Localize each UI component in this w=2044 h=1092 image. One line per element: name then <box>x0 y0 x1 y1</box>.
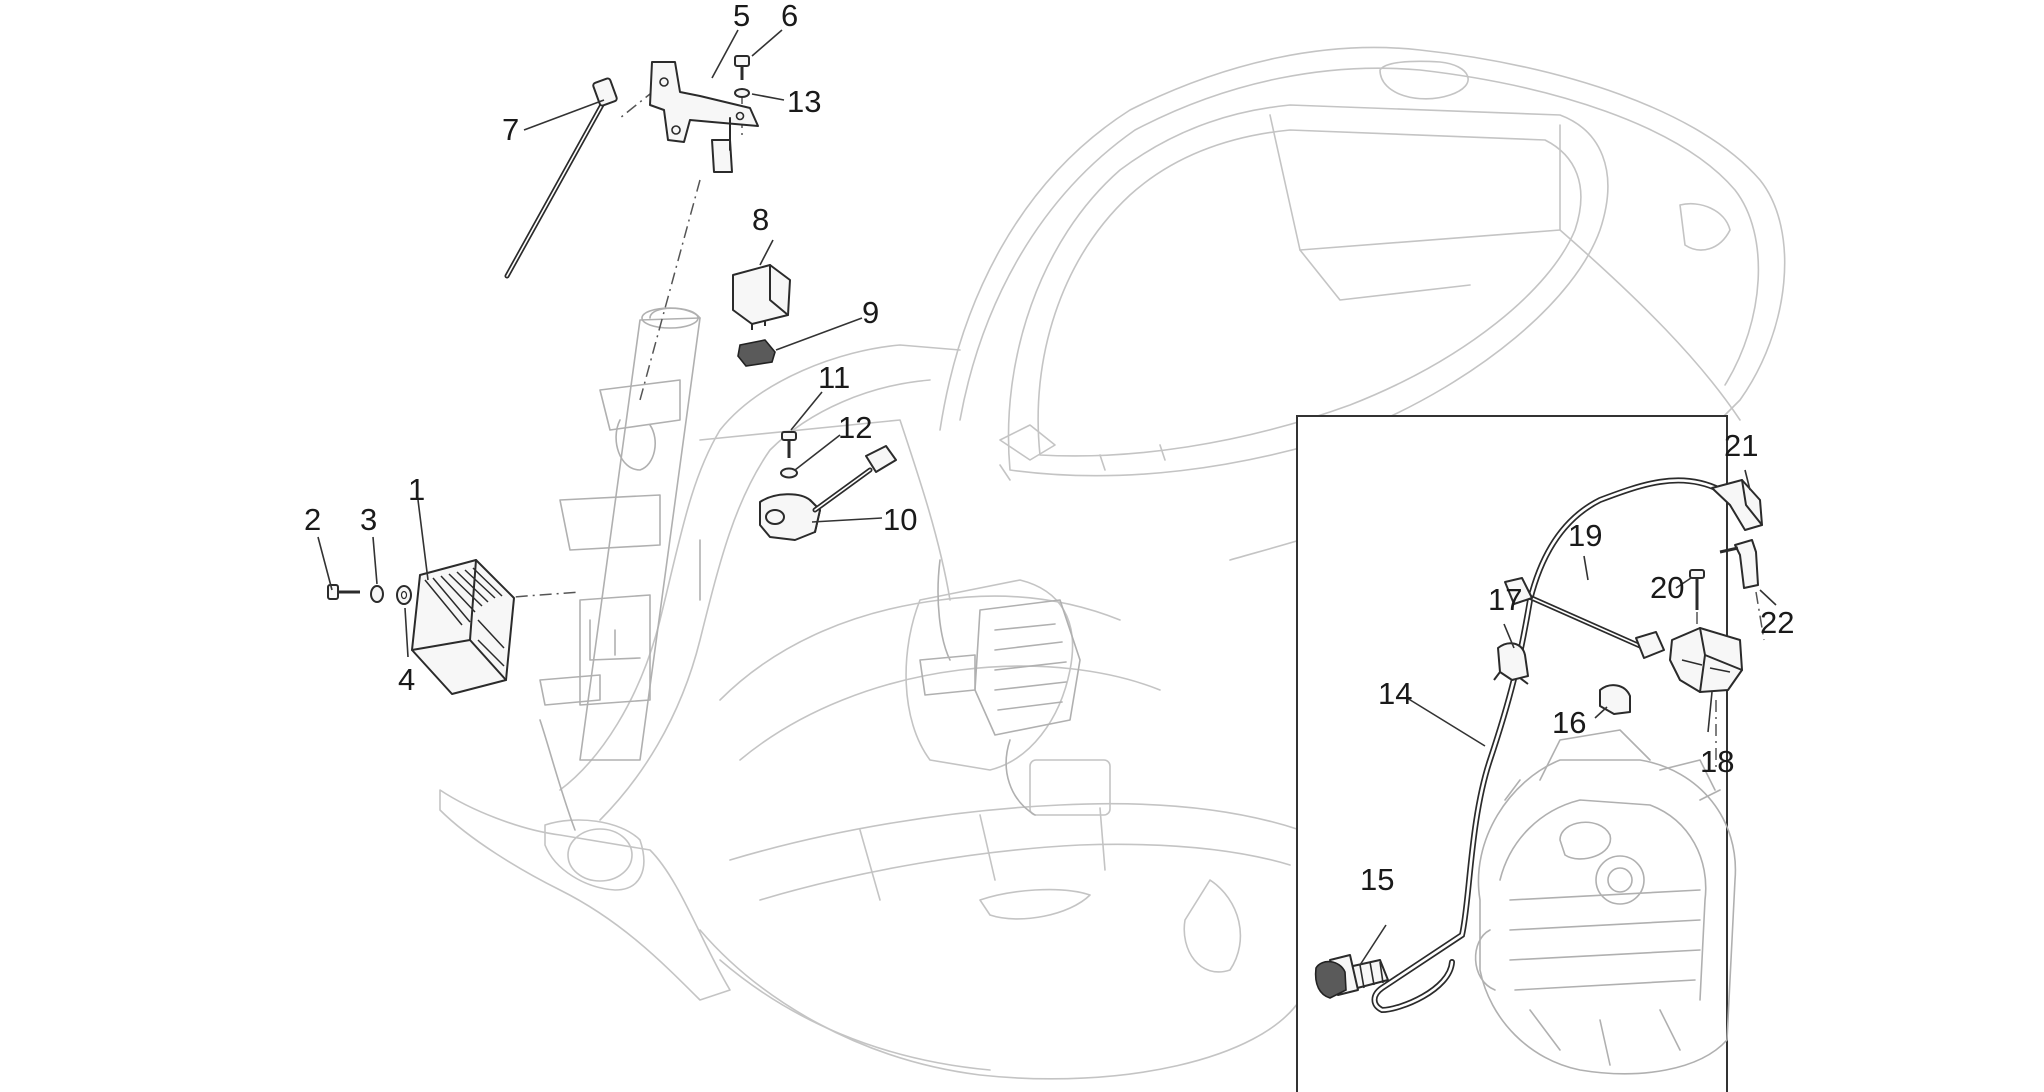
part-18-ignition-coil <box>1669 627 1743 693</box>
part-9-relay-holder <box>737 339 776 367</box>
inset-panel-ignition <box>1296 415 1765 1092</box>
part-4-washer <box>396 585 412 605</box>
part-16-clip <box>1599 684 1631 715</box>
part-21-plug-cap <box>1711 479 1763 531</box>
callout-9: 9 <box>862 295 879 330</box>
part-10-sensor <box>759 445 897 541</box>
callout-13: 13 <box>787 84 821 119</box>
part-1-voltage-regulator <box>411 559 515 695</box>
part-20-screw <box>1689 569 1705 610</box>
callout-16: 16 <box>1552 705 1586 740</box>
part-3-washer <box>370 585 384 603</box>
callout-2: 2 <box>304 502 321 537</box>
engine-ghost <box>1474 729 1737 1075</box>
callout-17: 17 <box>1488 582 1522 617</box>
assembly-guide-lines <box>419 89 743 605</box>
part-17-clip <box>1493 642 1529 685</box>
callout-8: 8 <box>752 202 769 237</box>
part-5-bracket <box>649 61 759 173</box>
part-12-washer <box>780 467 798 479</box>
callout-19: 19 <box>1568 518 1602 553</box>
callout-7: 7 <box>502 112 519 147</box>
leader-lines <box>317 29 1777 966</box>
callout-5: 5 <box>733 0 750 33</box>
part-7-cable-tie <box>504 77 618 279</box>
callout-10: 10 <box>883 502 917 537</box>
callout-12: 12 <box>838 410 872 445</box>
part-15-spark-plug <box>1314 954 1389 999</box>
part-13-washer <box>734 88 750 98</box>
callout-6: 6 <box>781 0 798 33</box>
callout-21: 21 <box>1724 428 1758 463</box>
callout-4: 4 <box>398 662 415 697</box>
callout-labels: 1 2 3 4 5 6 7 8 9 10 11 12 13 14 15 16 1… <box>304 0 1794 897</box>
callout-20: 20 <box>1650 570 1684 605</box>
callout-11: 11 <box>818 360 850 395</box>
callout-14: 14 <box>1378 676 1412 711</box>
callout-3: 3 <box>360 502 377 537</box>
callout-15: 15 <box>1360 862 1394 897</box>
part-19-wire <box>1504 577 1665 659</box>
callout-22: 22 <box>1760 605 1794 640</box>
part-2-screw <box>327 584 360 600</box>
part-8-relay <box>732 264 791 330</box>
part-6-screw <box>734 55 750 80</box>
part-22-connector <box>1719 539 1759 589</box>
scooter-body-ghost <box>439 46 1786 1080</box>
callout-18: 18 <box>1700 744 1734 779</box>
callout-1: 1 <box>408 472 425 507</box>
part-11-screw <box>781 431 797 458</box>
